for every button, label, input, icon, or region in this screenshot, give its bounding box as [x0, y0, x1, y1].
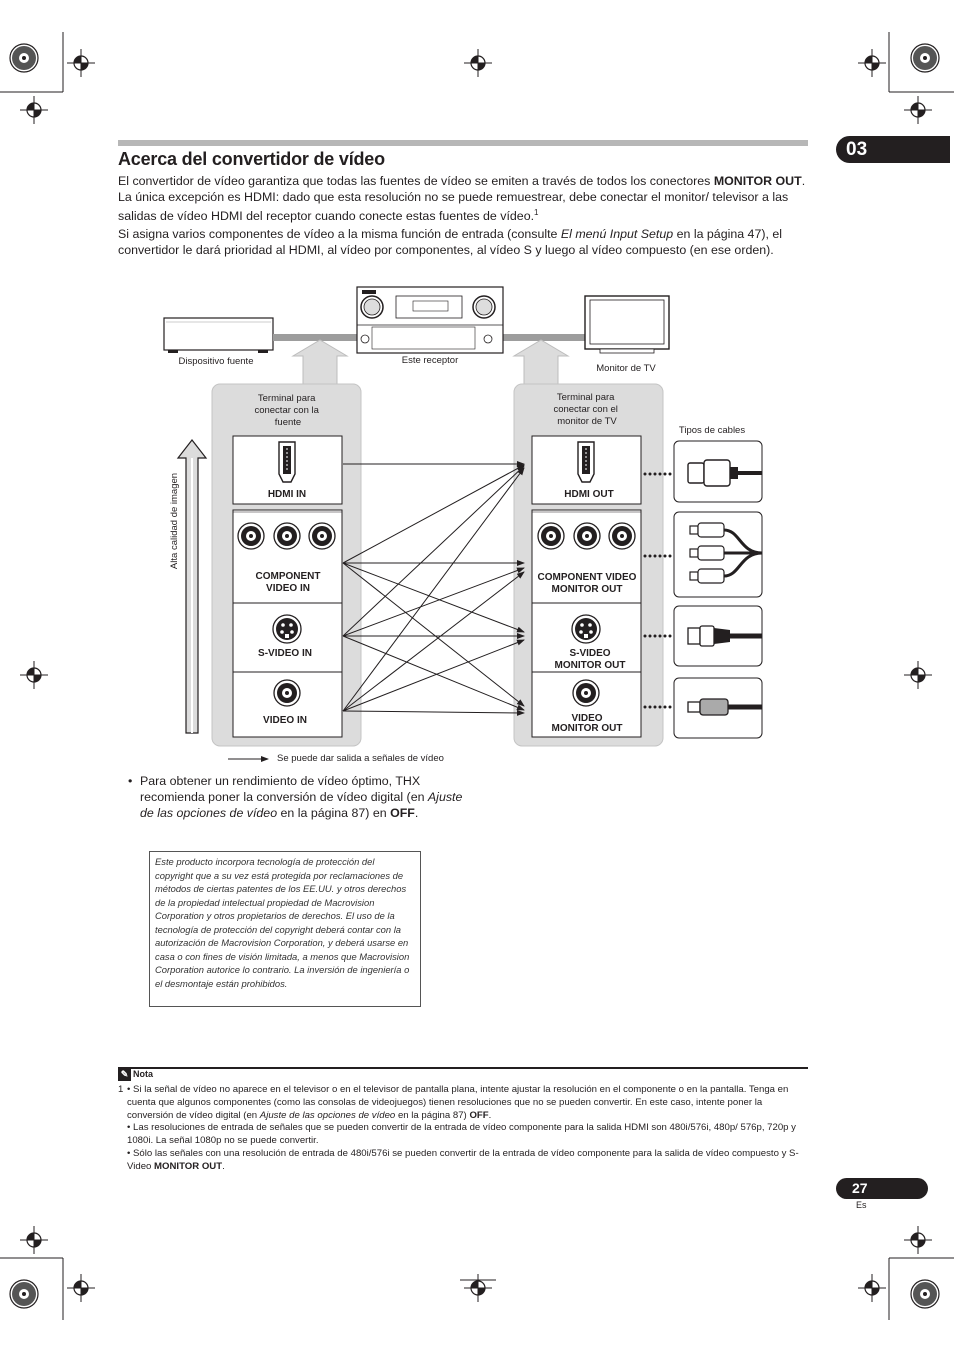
copyright-notice: Este producto incorpora tecnología de pr…: [149, 851, 421, 1007]
note-item-1: • Si la señal de vídeo no aparece en el …: [127, 1084, 810, 1122]
note-heading: ✎Nota: [118, 1068, 153, 1081]
note-item1-bold: OFF: [469, 1109, 489, 1121]
bullet-text2: en la página 87) en: [277, 806, 391, 820]
connection-cable: [503, 334, 585, 341]
section-title: Acerca del convertidor de vídeo: [118, 149, 385, 169]
hdmi-out-icon: [577, 441, 595, 483]
cable-types-label: Tipos de cables: [679, 425, 745, 436]
note-item3-bold: MONITOR OUT: [154, 1160, 223, 1172]
note-item1-italic: Ajuste de las opciones de vídeo: [259, 1109, 396, 1121]
bullet-bold: OFF: [390, 806, 415, 820]
hdmi-in-icon: [278, 441, 296, 483]
para2-text2: en la página 47), el convertidor le dará…: [118, 227, 782, 257]
note-item1-text3: .: [488, 1109, 492, 1121]
s-video-cable-icon: [673, 605, 763, 667]
para1-text: El convertidor de vídeo garantiza que to…: [118, 174, 714, 188]
video-in-label: VIDEO IN: [263, 715, 307, 726]
legend-text: Se puede dar salida a señales de vídeo: [277, 753, 444, 764]
note-pencil-icon: ✎: [118, 1068, 131, 1081]
component-cable-icon: [673, 511, 763, 598]
signal-arrows: [342, 461, 525, 716]
hdmi-in-label: HDMI IN: [268, 489, 306, 500]
thx-bullet: •Para obtener un rendimiento de vídeo óp…: [128, 774, 463, 820]
source-device-label: Dispositivo fuente: [179, 356, 254, 367]
para2-italic: El menú Input Setup: [560, 227, 674, 241]
note-rule: [118, 1067, 808, 1069]
video-in-jack-icon: [273, 679, 301, 707]
note-item1-text: • Si la señal de vídeo no aparece en el …: [127, 1084, 789, 1121]
note-item3-text2: .: [222, 1160, 225, 1172]
connection-cable: [273, 334, 357, 341]
note-item-3: • Sólo las señales con una resolución de…: [127, 1148, 810, 1174]
cable-leader-dots: [643, 472, 672, 709]
bullet-text: Para obtener un rendimiento de vídeo ópt…: [140, 774, 428, 804]
bullet-text3: .: [414, 806, 419, 820]
page-number: 27: [852, 1180, 868, 1196]
hdmi-out-label: HDMI OUT: [564, 489, 613, 500]
tv-icon: [584, 295, 670, 354]
note-number: 1: [118, 1084, 124, 1095]
note-heading-text: Nota: [133, 1068, 153, 1079]
video-out-jack-icon: [572, 679, 600, 707]
source-link-arrow: [291, 339, 349, 386]
language-code: Es: [856, 1200, 867, 1210]
para1-bold: MONITOR OUT: [713, 174, 802, 188]
s-video-in-label: S-VIDEO IN: [258, 648, 312, 659]
bullet-italic: Ajuste de las opciones de vídeo: [140, 790, 463, 820]
note-item1-text2: en la página 87): [395, 1109, 470, 1121]
note-item3-text: • Sólo las señales con una resolución de…: [127, 1147, 799, 1172]
para2-text: Si asigna varios componentes de vídeo a …: [118, 227, 561, 241]
quality-axis-label: Alta calidad de imagen: [169, 473, 180, 569]
priority-paragraph: Si asigna varios componentes de vídeo a …: [118, 226, 810, 258]
tv-label: Monitor de TV: [596, 363, 656, 374]
tv-terminal-caption: Terminal para conectar con el monitor de…: [553, 392, 620, 427]
s-video-out-jack-icon: [571, 614, 601, 644]
receiver-label: Este receptor: [402, 355, 459, 366]
source-terminal-caption: Terminal para conectar con la fuente: [254, 393, 321, 428]
source-device-icon: [163, 317, 274, 353]
page-number-tab: 27: [836, 1178, 928, 1199]
chapter-tab: 03: [836, 136, 950, 163]
composite-cable-icon: [673, 677, 763, 739]
s-video-in-jack-icon: [272, 614, 302, 644]
para1-text2: . La única excepción es HDMI: dado que e…: [118, 174, 806, 224]
tv-link-arrow: [512, 339, 570, 386]
header-rule: [118, 140, 808, 146]
note-item-2: • Las resoluciones de entrada de señales…: [127, 1122, 796, 1147]
footnote-ref: 1: [534, 208, 539, 217]
component-out-jacks-icon: [537, 522, 636, 550]
chapter-number: 03: [846, 139, 868, 160]
note-body: 1 • Si la señal de vídeo no aparece en e…: [118, 1084, 810, 1174]
receiver-icon: [356, 286, 504, 354]
component-in-jacks-icon: [237, 522, 336, 550]
intro-paragraph: El convertidor de vídeo garantiza que to…: [118, 173, 810, 224]
hdmi-cable-icon: [673, 440, 763, 503]
